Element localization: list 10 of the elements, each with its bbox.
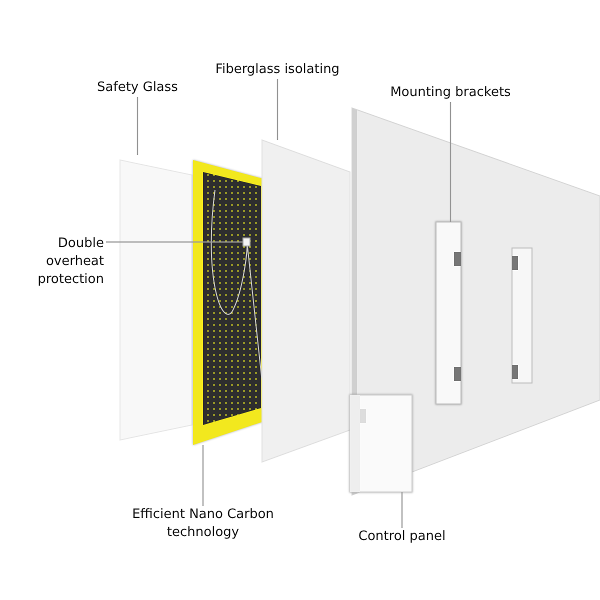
sensor-chip (243, 238, 250, 246)
leader-line (450, 102, 452, 222)
control-unit (350, 395, 412, 492)
leader-line (202, 445, 204, 506)
leader-line (276, 79, 278, 140)
leader-line (106, 241, 243, 243)
callout-label: Safety Glass (95, 79, 180, 97)
leader-line (401, 492, 403, 528)
mounting-bracket (436, 222, 461, 404)
leader-line (136, 97, 138, 155)
